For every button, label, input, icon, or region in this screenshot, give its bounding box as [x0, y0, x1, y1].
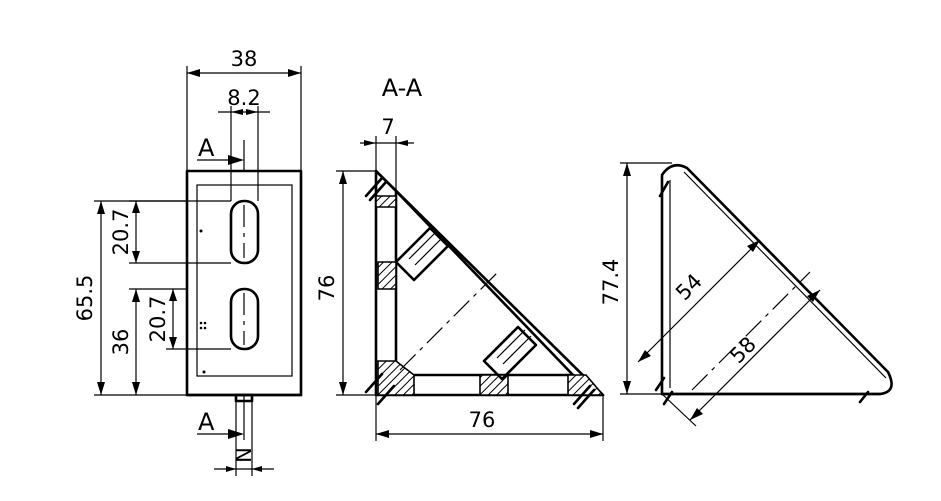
side-screw: [858, 390, 870, 404]
rib-lower-line: [502, 335, 532, 365]
dim36-arrow: [132, 289, 140, 302]
dim774-arrow: [623, 163, 631, 176]
front-dot: [199, 326, 203, 330]
nut-dim-arrow: [226, 466, 236, 472]
dim-height-total: 65.5: [73, 275, 97, 322]
rib-lower: [482, 325, 538, 381]
dim-side-outer: 58: [725, 332, 761, 368]
front-dot: [199, 321, 203, 325]
nut-dim-arrow: [252, 466, 262, 472]
nut-dim-label: N: [232, 447, 256, 463]
side-screw: [658, 180, 670, 198]
dim76h-arrow: [376, 430, 389, 438]
dim207u-arrow: [132, 201, 140, 213]
cut-marker-bottom: A: [198, 408, 215, 436]
dim-width: 38: [231, 47, 258, 71]
rib-upper-line: [408, 230, 438, 260]
screw-right: [572, 384, 592, 406]
dim76v-arrow: [339, 171, 347, 184]
cut-marker-top: A: [198, 134, 215, 162]
section-view: A-A 7: [315, 74, 605, 441]
dim58-line: [689, 289, 821, 421]
front-dot: [203, 326, 207, 330]
hatch-top: [375, 195, 397, 208]
front-inner-outline: [196, 184, 293, 377]
nut-stub: [234, 393, 254, 403]
dim-side-inner: 54: [671, 269, 707, 305]
section-centerline: [399, 269, 501, 371]
rib-lower-line: [496, 329, 526, 359]
upper-slot: [229, 199, 260, 265]
dim58-arrow: [807, 290, 820, 302]
screw-top: [364, 176, 384, 198]
dim-section-base: 76: [469, 408, 496, 432]
dim-slot-upper: 20.7: [109, 209, 133, 256]
dim36-arrow: [132, 382, 140, 395]
dim-slot-pitch: 8.2: [227, 86, 260, 110]
front-outline: [185, 169, 303, 397]
dim7-arrow: [364, 140, 376, 146]
dim655-arrow: [97, 382, 105, 395]
dim207l-arrow: [169, 289, 177, 301]
dim54-arrow: [638, 350, 651, 362]
dim207u-arrow: [132, 251, 140, 263]
screw-corner: [376, 384, 396, 406]
hatch-corner: [377, 360, 415, 396]
dim-thickness: 7: [381, 115, 394, 139]
dim54-line: [637, 239, 761, 363]
screw-corner: [364, 372, 384, 394]
dim207l-arrow: [169, 337, 177, 349]
front-view: N A A 38 8.2 65.5 36: [73, 47, 303, 476]
dim76h-arrow: [590, 430, 603, 438]
cut-marker-bottom-arrow: [228, 429, 244, 439]
dim82-arrow: [231, 109, 243, 115]
dim38-arrow: [187, 69, 200, 77]
screw-right: [576, 388, 596, 410]
dim-lower-offset: 36: [109, 329, 133, 356]
front-dot: [203, 321, 207, 325]
dim655-arrow: [97, 201, 105, 214]
dim-section-height: 76: [315, 275, 339, 302]
side-screw: [662, 390, 674, 406]
rib-upper: [394, 226, 450, 282]
front-dot: [199, 229, 203, 233]
lower-slot: [229, 287, 260, 351]
side-screw: [654, 376, 666, 392]
dim82-arrow: [246, 109, 258, 115]
side-outline: [660, 163, 893, 396]
dim58-arrow: [690, 408, 703, 420]
screw-top: [368, 180, 388, 202]
side-centerline: [691, 271, 811, 391]
side-view: 77.4 54 58: [599, 162, 893, 427]
dim-side-height: 77.4: [599, 259, 623, 306]
dim774-arrow: [623, 381, 631, 394]
section-hypotenuse-inner: [394, 189, 575, 377]
rib-upper-line: [414, 236, 444, 266]
dim76v-arrow: [339, 382, 347, 395]
dim7-arrow: [396, 140, 408, 146]
hatch-mid: [377, 261, 397, 290]
section-title: A-A: [382, 74, 423, 102]
front-dot: [202, 370, 206, 374]
dim-slot-lower: 20.7: [146, 296, 170, 343]
dim54-arrow: [747, 240, 760, 252]
side-inner-diagonal: [683, 171, 887, 379]
cut-marker-top-arrow: [228, 155, 244, 165]
dim58-ext: [661, 393, 697, 427]
dim38-arrow: [288, 69, 301, 77]
